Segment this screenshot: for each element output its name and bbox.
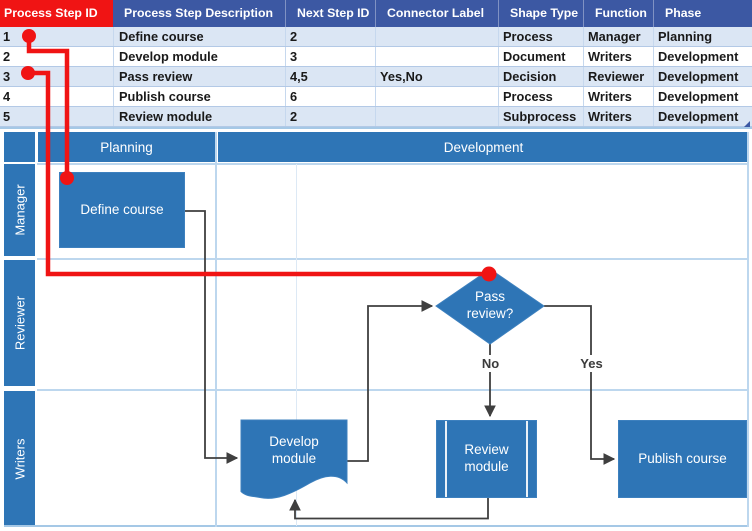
table-cell[interactable]: Manager [583, 27, 653, 46]
process-shape-publish-course[interactable]: Publish course [618, 420, 747, 498]
table-cell[interactable]: Development [653, 47, 752, 66]
table-cell[interactable]: 2 [285, 27, 375, 46]
connector-define-to-develop [185, 210, 239, 464]
table-cell[interactable]: Document [498, 47, 583, 66]
table-row: 4 Publish course 6 Process Writers Devel… [0, 87, 752, 107]
phase-label: Planning [100, 139, 153, 155]
decision-shape-label: Pass review? [466, 289, 514, 321]
table-cell[interactable]: Publish course [113, 87, 285, 106]
table-row: 3 Pass review 4,5 Yes,No Decision Review… [0, 67, 752, 87]
lane-label: Writers [12, 438, 27, 479]
table-cell[interactable]: Writers [583, 47, 653, 66]
chart-bottom-border [4, 525, 749, 527]
subprocess-shape-review-module[interactable]: Review module [436, 420, 537, 498]
lane-bar-manager[interactable]: Manager [4, 164, 35, 256]
subprocess-side-line [526, 421, 528, 497]
connector-label-no: No [476, 355, 505, 372]
page-guide-line [296, 164, 297, 526]
phase-divider [215, 132, 217, 527]
table-cell[interactable]: 1 [3, 29, 11, 44]
lane-label: Manager [12, 184, 27, 236]
lane-label: Reviewer [12, 295, 27, 351]
table-cell[interactable]: Development [653, 87, 752, 106]
lane-separator [37, 258, 748, 260]
process-shape-define-course[interactable]: Define course [59, 172, 185, 248]
column-header-connector-label[interactable]: Connector Label [375, 0, 498, 27]
table-row: 5 Review module 2 Subprocess Writers Dev… [0, 107, 752, 127]
connector-review-to-develop [289, 498, 489, 520]
process-map-table: Process Step ID Process Step Description… [0, 0, 752, 127]
table-cell[interactable]: Writers [583, 107, 653, 126]
table-header-row: Process Step ID Process Step Description… [0, 0, 752, 27]
table-cell[interactable]: Yes,No [375, 67, 498, 86]
column-header-shape-type[interactable]: Shape Type [498, 0, 583, 27]
table-cell[interactable]: 2 [285, 107, 375, 126]
table-cell[interactable]: 5 [3, 109, 11, 124]
table-cell[interactable]: Writers [583, 87, 653, 106]
table-cell[interactable]: Pass review [113, 67, 285, 86]
phase-header-planning[interactable]: Planning [38, 132, 215, 162]
table-cell[interactable]: Decision [498, 67, 583, 86]
document-shape-label: Develop module [269, 434, 319, 466]
column-header-next-step-id[interactable]: Next Step ID [285, 0, 375, 27]
chart-right-border [747, 132, 749, 527]
subprocess-side-line [445, 421, 447, 497]
table-cell[interactable]: Planning [653, 27, 752, 46]
table-cell[interactable]: Develop module [113, 47, 285, 66]
column-header-process-step-id[interactable]: Process Step ID [0, 0, 113, 27]
lane-bar-writers[interactable]: Writers [4, 391, 35, 526]
table-row: 2 Develop module 3 Document Writers Deve… [0, 47, 752, 67]
table-cell[interactable] [375, 27, 498, 46]
table-cell[interactable]: Development [653, 107, 752, 126]
connector-decision-yes-to-publish [544, 305, 616, 465]
column-header-description[interactable]: Process Step Description [124, 6, 273, 20]
table-cell[interactable]: Development [653, 67, 752, 86]
phase-header-corner [4, 132, 35, 162]
lane-separator [37, 389, 748, 391]
connector-develop-to-decision [347, 300, 434, 462]
phase-header-development[interactable]: Development [218, 132, 749, 162]
table-cell[interactable]: Subprocess [498, 107, 583, 126]
table-cell[interactable] [375, 87, 498, 106]
shape-label: Define course [80, 201, 164, 217]
lane-separator [37, 163, 748, 165]
table-cell[interactable]: Process [498, 27, 583, 46]
shape-label: Review module [464, 442, 509, 474]
table-cell[interactable]: 2 [3, 49, 11, 64]
table-cell[interactable]: Process [498, 87, 583, 106]
table-cell[interactable]: Define course [113, 27, 285, 46]
table-resize-handle[interactable] [744, 121, 750, 127]
table-cell[interactable]: 3 [3, 69, 11, 84]
table-cell[interactable]: Review module [113, 107, 285, 126]
table-cell[interactable]: 4 [3, 89, 11, 104]
column-header-phase[interactable]: Phase [653, 0, 752, 27]
table-cell[interactable]: 6 [285, 87, 375, 106]
phase-label: Development [443, 139, 524, 155]
table-cell[interactable] [375, 47, 498, 66]
column-header-function[interactable]: Function [583, 0, 653, 27]
table-cell[interactable]: Reviewer [583, 67, 653, 86]
table-cell[interactable] [375, 107, 498, 126]
connector-label-yes: Yes [576, 355, 607, 372]
annotation-dot-pass-review [481, 266, 497, 282]
table-row: 1 Define course 2 Process Manager Planni… [0, 27, 752, 47]
shape-label: Publish course [638, 450, 727, 466]
table-bottom-border [0, 127, 752, 129]
table-cell[interactable]: 3 [285, 47, 375, 66]
table-cell[interactable]: 4,5 [285, 67, 375, 86]
lane-bar-reviewer[interactable]: Reviewer [4, 260, 35, 386]
